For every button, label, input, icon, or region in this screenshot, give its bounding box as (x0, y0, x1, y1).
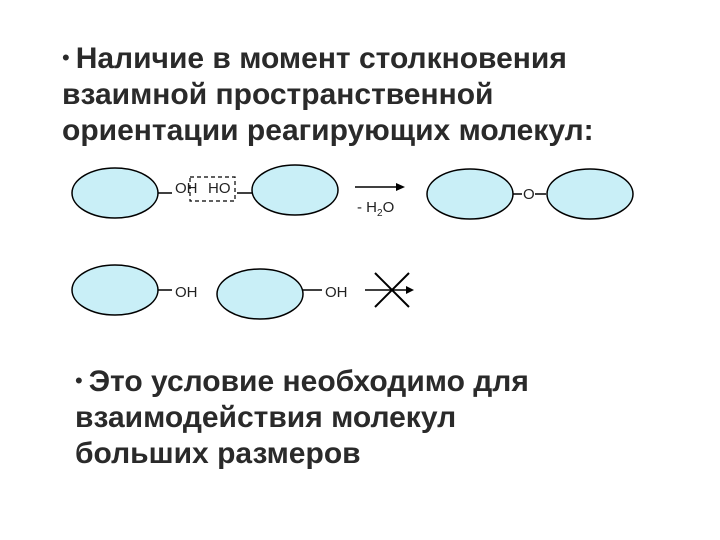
bullet: • (75, 368, 83, 393)
group-row2-left-oh: OH (175, 284, 198, 301)
bullet: • (62, 45, 70, 70)
group-row2-right-oh: OH (325, 284, 348, 301)
molecule-row1-b (251, 164, 339, 216)
conclusion-line-3: больших размеров (75, 437, 361, 470)
intro-line-1: •Наличие в момент столкновения (62, 42, 567, 75)
conclusion-line-2: взаимодействия молекул (75, 401, 457, 434)
blocked-arrowhead (406, 286, 414, 294)
ether-link-label: O (523, 186, 535, 203)
molecule-row2-a (71, 264, 159, 316)
product-molecule-b (546, 168, 634, 220)
water-elimination-label: - H2O (357, 199, 394, 219)
conclusion-text: •Это условие необходимо для взаимодейств… (75, 363, 529, 472)
cross-mark-stroke-2 (374, 272, 410, 308)
intro-text: •Наличие в момент столкновения взаимной … (62, 40, 594, 149)
group-row1-oh: OH (175, 180, 198, 197)
molecule-row2-b (216, 268, 304, 320)
intro-line-2: взаимной пространственной (62, 78, 494, 111)
molecule-row1-a (71, 167, 159, 219)
conclusion-line-1: •Это условие необходимо для (75, 365, 529, 398)
intro-line-3: ориентации реагирующих молекул: (62, 114, 594, 147)
reactive-groups-box (189, 176, 236, 202)
reaction-arrowhead (396, 183, 405, 191)
group-row1-ho: HO (208, 180, 231, 197)
product-molecule-a (426, 168, 514, 220)
